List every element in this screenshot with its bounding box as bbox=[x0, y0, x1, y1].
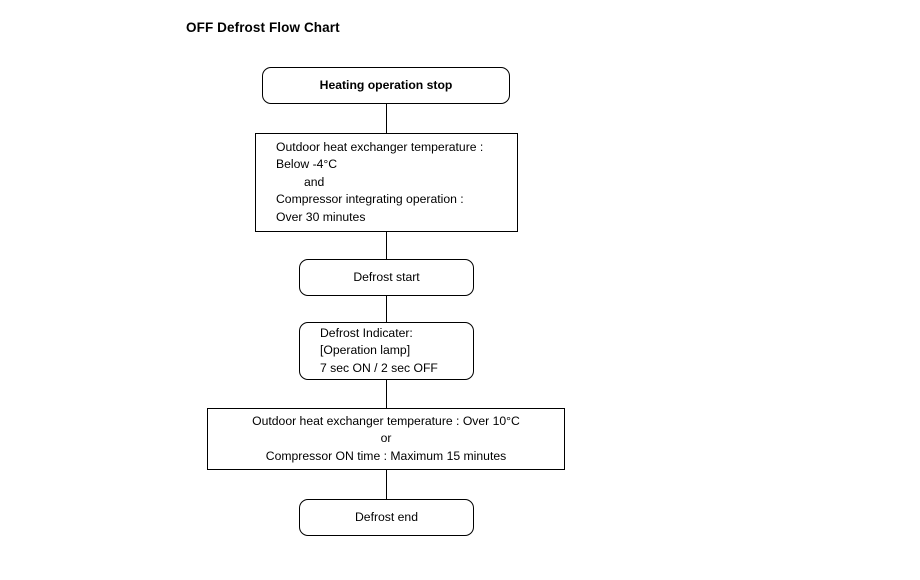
flow-node-text: Heating operation stop bbox=[263, 77, 509, 95]
flow-connector-defrost-indicater-to-conditions-2 bbox=[386, 380, 387, 408]
flow-node-conditions-1[interactable]: Outdoor heat exchanger temperature : Bel… bbox=[255, 133, 518, 232]
page-title: OFF Defrost Flow Chart bbox=[186, 20, 340, 35]
flow-node-line: 7 sec ON / 2 sec OFF bbox=[320, 360, 438, 375]
flow-connector-defrost-start-to-defrost-indicater bbox=[386, 296, 387, 322]
flow-node-line: Defrost end bbox=[354, 509, 418, 524]
flow-node-line: [Operation lamp] bbox=[320, 343, 411, 358]
flow-node-line-conjunction: and bbox=[304, 174, 325, 189]
flow-node-line: Compressor ON time : Maximum 15 minutes bbox=[265, 448, 507, 463]
flow-connector-heating-stop-to-conditions-1 bbox=[386, 104, 387, 133]
flow-node-line: Below -4°C bbox=[276, 157, 338, 172]
flow-node-conditions-2[interactable]: Outdoor heat exchanger temperature : Ove… bbox=[207, 408, 565, 470]
flow-node-text: Defrost start bbox=[300, 269, 473, 287]
flow-node-line-conjunction: or bbox=[380, 431, 392, 446]
flow-node-text: Outdoor heat exchanger temperature : Bel… bbox=[256, 139, 537, 227]
flow-node-line: Outdoor heat exchanger temperature : bbox=[276, 139, 484, 154]
flow-node-defrost-end[interactable]: Defrost end bbox=[299, 499, 474, 536]
flow-node-text: Defrost end bbox=[300, 509, 473, 527]
flow-node-defrost-start[interactable]: Defrost start bbox=[299, 259, 474, 296]
flow-node-line: Outdoor heat exchanger temperature : Ove… bbox=[252, 413, 520, 428]
flow-node-line: Defrost Indicater: bbox=[320, 325, 413, 340]
flow-node-line: Over 30 minutes bbox=[276, 209, 366, 224]
flow-connector-conditions-2-to-defrost-end bbox=[386, 470, 387, 499]
flow-node-line: Compressor integrating operation : bbox=[276, 192, 464, 207]
flow-node-text: Outdoor heat exchanger temperature : Ove… bbox=[208, 413, 564, 466]
flow-node-defrost-indicater[interactable]: Defrost Indicater: [Operation lamp] 7 se… bbox=[299, 322, 474, 380]
flow-node-line: Heating operation stop bbox=[319, 77, 453, 92]
flow-node-line: Defrost start bbox=[353, 269, 420, 284]
flow-node-heating-stop[interactable]: Heating operation stop bbox=[262, 67, 510, 104]
flow-connector-conditions-1-to-defrost-start bbox=[386, 232, 387, 259]
flow-node-text: Defrost Indicater: [Operation lamp] 7 se… bbox=[300, 325, 493, 378]
